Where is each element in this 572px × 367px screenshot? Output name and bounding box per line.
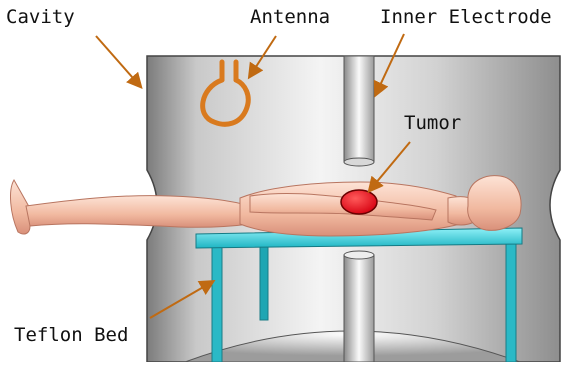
label-antenna: Antenna <box>250 8 330 27</box>
label-inner-electrode: Inner Electrode <box>380 8 552 27</box>
tumor <box>341 190 377 214</box>
label-cavity: Cavity <box>6 8 75 27</box>
inner-electrode-upper <box>344 56 374 162</box>
label-tumor: Tumor <box>404 114 461 133</box>
cavity-leader <box>96 36 140 86</box>
inner-electrode-lower <box>344 255 374 362</box>
label-teflon-bed: Teflon Bed <box>14 326 128 345</box>
